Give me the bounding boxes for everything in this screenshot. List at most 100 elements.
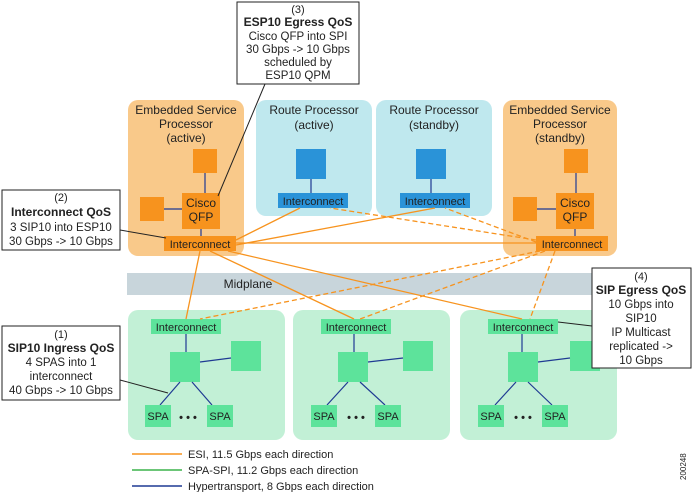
callout-1-l2: interconnect	[30, 371, 93, 383]
sip-3-ht-link-mem	[537, 357, 571, 363]
sip-2-ht-link-spa-r	[359, 381, 386, 406]
esi-esp-active-rp-active	[235, 207, 301, 241]
esp-active-qfp	[182, 193, 220, 229]
sip-3-processor	[508, 352, 538, 382]
legend-esi-label: ESI, 11.5 Gbps each direction	[188, 449, 333, 461]
esp-standby-title-l2: Processor	[533, 117, 587, 131]
callout-4-box	[591, 267, 692, 369]
callout-2-num: (2)	[54, 192, 67, 204]
rp-active-cpu	[296, 149, 326, 179]
rp-standby-interconnect-label: Interconnect	[405, 196, 466, 208]
esp-active-interconnect	[164, 236, 236, 251]
rp-active-interconnect	[278, 193, 348, 208]
rp-active-module: Route Processor (active) Interconnect	[256, 100, 372, 216]
esp-active-title-l1: Embedded Service	[135, 103, 237, 117]
esp-active-interconnect-label: Interconnect	[170, 239, 231, 251]
esi-esp-standby-rp-active	[329, 207, 537, 241]
callout-3-l1: Cisco QFP into SPI	[249, 31, 348, 43]
esi-esp-standby-sip3	[529, 250, 556, 320]
esp-standby-interconnect-label: Interconnect	[542, 239, 603, 251]
callout-1-box	[1, 325, 121, 401]
callout-4-l5: 10 Gbps	[619, 355, 663, 367]
sip-2-ht-link-mem	[367, 357, 404, 363]
callout-1-num: (1)	[54, 329, 67, 341]
sip-2-spa-left	[311, 405, 337, 427]
callout-1-pointer	[119, 379, 169, 394]
sip-1-ht-link-mem	[199, 357, 232, 363]
legend-spa-spi-label: SPA-SPI, 11.2 Gbps each direction	[188, 465, 358, 477]
rp-active-title-l2: (active)	[294, 118, 333, 132]
esi-esp-standby-rp-standby	[444, 207, 537, 243]
rp-standby-interconnect	[400, 193, 470, 208]
esp-active-title-l2: Processor	[159, 117, 213, 131]
callout-4-title: SIP Egress QoS	[596, 283, 687, 297]
rp-standby-title-l1: Route Processor	[389, 103, 478, 117]
legend-hypertransport-label: Hypertransport, 8 Gbps each direction	[188, 481, 374, 492]
callout-2-l2: 30 Gbps -> 10 Gbps	[9, 236, 113, 248]
sip-3-spa-right	[542, 405, 568, 427]
callout-3-title: ESP10 Egress QoS	[244, 15, 353, 29]
sip-3-spa-right-label: SPA	[544, 411, 566, 423]
legend: ESI, 11.5 Gbps each direction SPA-SPI, 1…	[132, 449, 374, 492]
rp-standby-module: Route Processor (standby) Interconnect	[376, 100, 492, 216]
callout-3: (3) ESP10 Egress QoS Cisco QFP into SPI …	[217, 1, 360, 197]
esp-standby-crypto-block	[513, 197, 537, 221]
sip-2-processor	[338, 352, 368, 382]
sip-2-spa-right-label: SPA	[377, 411, 399, 423]
sip-1-memory	[231, 341, 261, 371]
callout-2: (2) Interconnect QoS 3 SIP10 into ESP10 …	[1, 189, 167, 251]
sip-1-ht-link-spa-l	[159, 381, 181, 406]
esp-active-module: Embedded Service Processor (active) Cisc…	[128, 100, 244, 256]
sip-3-dots: • • •	[514, 412, 532, 424]
sip-1-dots: • • •	[179, 412, 197, 424]
midplane-label: Midplane	[224, 277, 273, 291]
esi-esp-standby-sip1	[199, 250, 541, 320]
callout-2-pointer	[119, 229, 167, 239]
sip-2-interconnect	[321, 319, 391, 334]
sip-3-ht-link-spa-r	[527, 381, 553, 406]
esi-esp-standby-sip2	[359, 250, 546, 320]
callout-3-l3: scheduled by	[264, 57, 332, 69]
sip-1-processor	[170, 352, 200, 382]
rp-active-title-l1: Route Processor	[269, 103, 358, 117]
esp-active-title-l3: (active)	[166, 131, 205, 145]
sip-module-1: Interconnect SPA • • • SPA	[128, 310, 285, 440]
callout-1: (1) SIP10 Ingress QoS 4 SPAS into 1 inte…	[1, 325, 169, 401]
callout-3-l2: 30 Gbps -> 10 Gbps	[246, 44, 350, 56]
esi-esp-active-sip2	[209, 250, 355, 320]
sip-2-spa-left-label: SPA	[313, 411, 335, 423]
rp-standby-title-l2: (standby)	[409, 118, 459, 132]
esi-esp-active-sip3	[227, 250, 523, 320]
sip-1-spa-right-label: SPA	[209, 411, 231, 423]
callout-3-box	[236, 1, 360, 85]
esp-active-qfp-l1: Cisco	[186, 196, 216, 210]
callout-4-l2: SIP10	[625, 313, 656, 325]
esp-standby-qfp	[556, 193, 594, 229]
sip-2-memory	[403, 341, 433, 371]
esi-esp-active-rp-standby	[235, 207, 436, 246]
rp-active-interconnect-label: Interconnect	[283, 196, 344, 208]
callout-4-pointer	[557, 321, 593, 327]
esp-standby-interconnect	[536, 236, 608, 251]
callout-4-l1: 10 Gbps into	[608, 299, 673, 311]
callout-4-l3: IP Multicast	[611, 327, 671, 339]
sip-2-spa-right	[375, 405, 401, 427]
callout-3-l4: ESP10 QPM	[265, 70, 330, 82]
sip-2-interconnect-label: Interconnect	[326, 322, 387, 334]
sip-3-spa-left-label: SPA	[480, 411, 502, 423]
rp-standby-cpu	[416, 149, 446, 179]
esp-standby-memory-block	[564, 149, 588, 173]
callout-1-title: SIP10 Ingress QoS	[8, 341, 115, 355]
sip-1-spa-left	[145, 405, 171, 427]
sip-2-dots: • • •	[347, 412, 365, 424]
sip-1-interconnect-label: Interconnect	[156, 322, 217, 334]
sip-module-2: Interconnect SPA • • • SPA	[293, 310, 450, 440]
sip-3-spa-left	[478, 405, 504, 427]
figure-id: 200248	[679, 453, 688, 480]
sip-3-interconnect	[488, 319, 558, 334]
sip-3-interconnect-label: Interconnect	[493, 322, 554, 334]
esp-standby-module: Embedded Service Processor (standby) Cis…	[503, 100, 617, 256]
sip-1-ht-link-spa-r	[191, 381, 213, 406]
esi-standby-links	[199, 207, 556, 320]
